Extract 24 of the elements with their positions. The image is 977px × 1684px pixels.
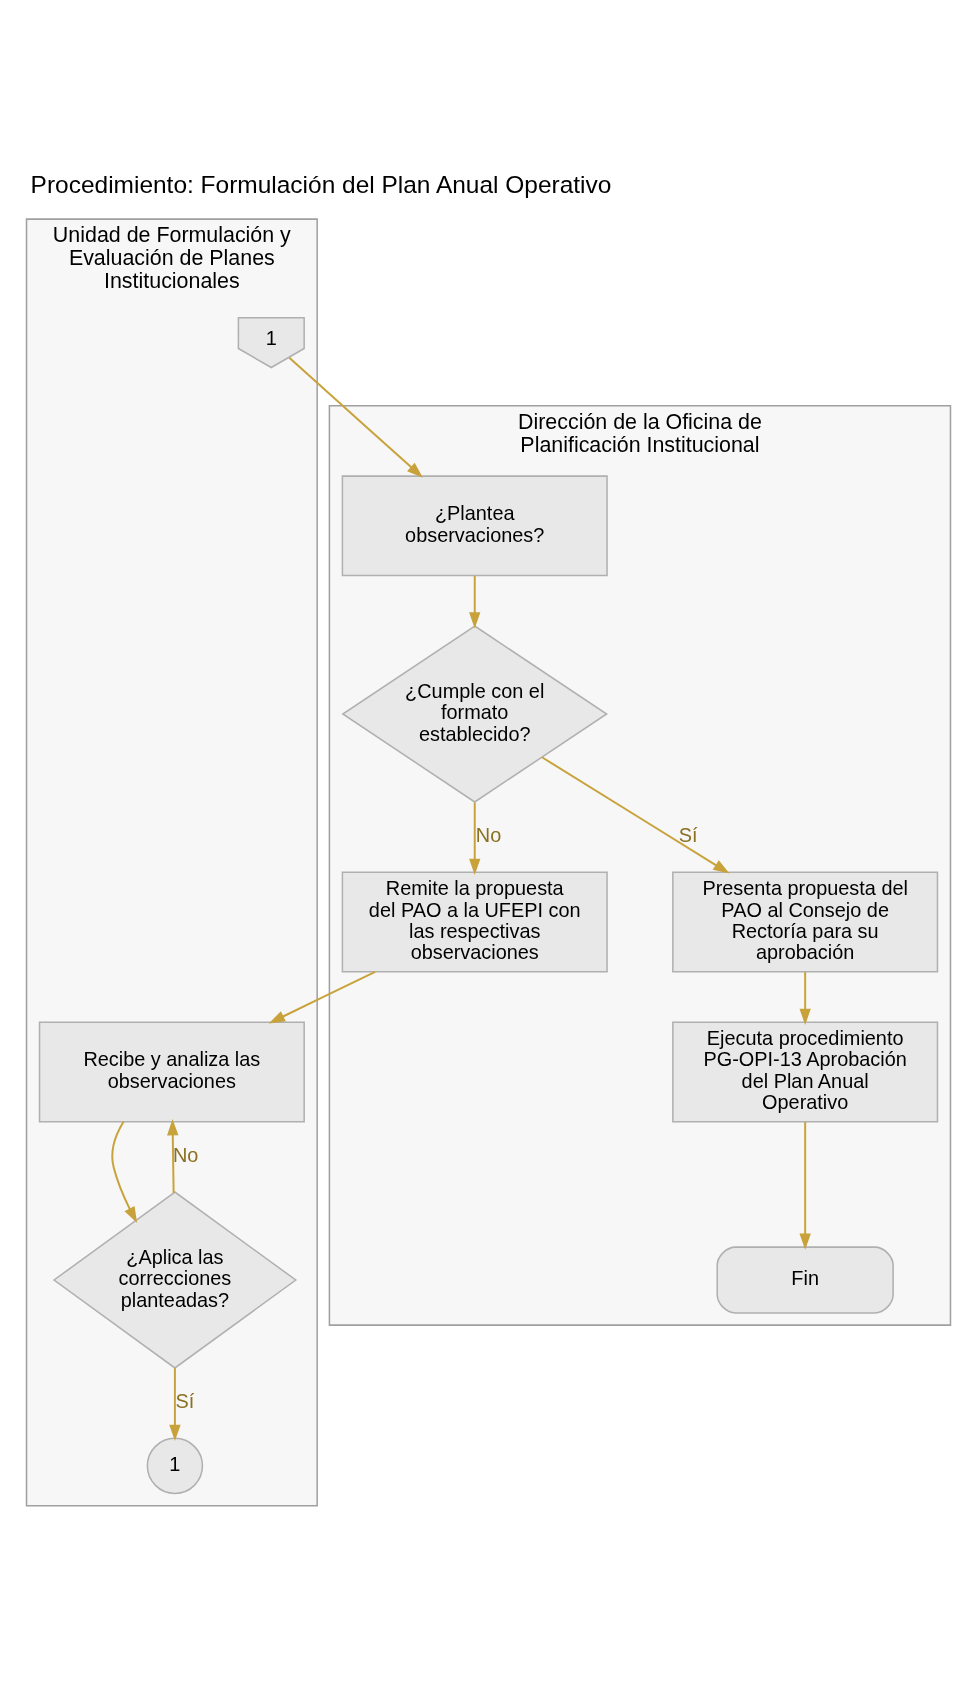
arrow [799, 1120, 811, 1250]
arrow [469, 574, 481, 629]
arrow [169, 1366, 181, 1441]
node-circle: 1 [146, 1437, 204, 1494]
node-box: Presenta propuesta del PAO al Consejo de Rectoría para su aprobación [672, 871, 939, 973]
node-box: Recibe y analiza las observaciones [38, 1020, 305, 1122]
node-box: ¿Plantea observaciones? [341, 474, 608, 576]
arrow [469, 800, 481, 875]
node-box: Ejecuta procedimiento PG-OPI-13 Aprobación del Plan Anual Operativo [672, 1020, 939, 1122]
node-box: Fin [716, 1245, 894, 1314]
node-diamond: ¿Cumple con el formato establecido? [341, 624, 609, 803]
arrow [288, 356, 423, 478]
diagram-title: Procedimiento: Formulación del Plan Anual Operativo [30, 170, 612, 198]
edge-label: Sí [175, 1389, 195, 1412]
arrow [541, 755, 730, 874]
arrow [799, 970, 811, 1025]
arrow [268, 970, 377, 1023]
edge-label: Sí [678, 823, 698, 846]
edge-label: No [172, 1143, 199, 1166]
arrow [167, 1118, 179, 1194]
node-diamond: ¿Aplica las correcciones planteadas? [52, 1190, 298, 1369]
edge-label: No [475, 823, 502, 846]
arrow [111, 1120, 138, 1223]
node-box: Remite la propuesta del PAO a la UFEPI con las respectivas observaciones [341, 871, 608, 973]
